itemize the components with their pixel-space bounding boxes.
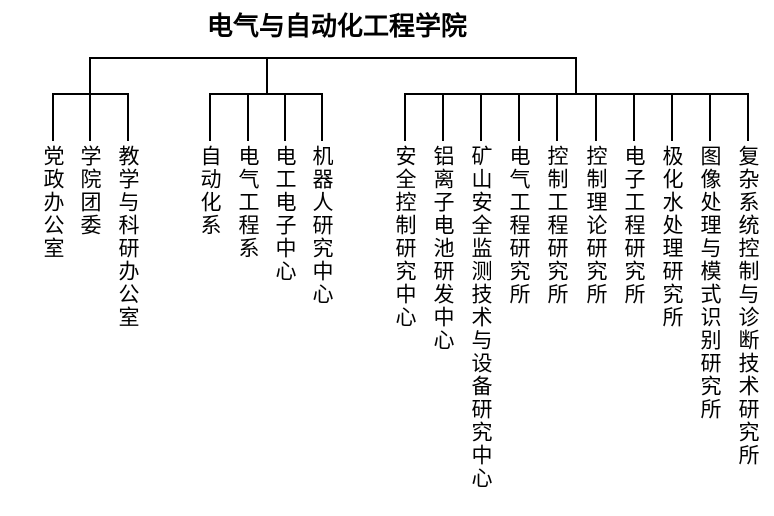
page-title: 电气与自动化工程学院 [207, 12, 468, 42]
org-node-label: 机器人研究中心 [310, 145, 334, 306]
drop-line [671, 93, 673, 141]
group-rail-line [209, 93, 323, 95]
drop-line [284, 93, 286, 141]
org-node-label: 电气工程系 [236, 145, 260, 260]
group-rail-line [404, 93, 749, 95]
org-node-label: 控制理论研究所 [584, 145, 608, 306]
org-node-label: 极化水处理研究所 [660, 145, 684, 329]
org-node-label: 复杂系统控制与诊断技术研究所 [736, 145, 760, 467]
org-node-label: 矿山安全监测技术与设备研究中心 [469, 145, 493, 490]
drop-line [633, 93, 635, 141]
org-node-label: 党政办公室 [41, 145, 65, 260]
org-node-label: 教学与科研办公室 [116, 145, 140, 329]
riser-line [575, 57, 577, 95]
drop-line [595, 93, 597, 141]
riser-line [266, 57, 268, 95]
drop-line [52, 93, 54, 141]
drop-line [127, 93, 129, 141]
drop-line [747, 93, 749, 141]
org-node-label: 电子工程研究所 [622, 145, 646, 306]
drop-line [209, 93, 211, 141]
org-node-label: 安全控制研究中心 [393, 145, 417, 329]
org-node-label: 图像处理与模式识别研究所 [698, 145, 722, 421]
org-node-label: 铝离子电池研发中心 [431, 145, 455, 352]
org-node-label: 学院团委 [78, 145, 102, 237]
org-node-label: 电工电子中心 [273, 145, 297, 283]
drop-line [442, 93, 444, 141]
drop-line [89, 93, 91, 141]
drop-line [404, 93, 406, 141]
drop-line [556, 93, 558, 141]
drop-line [321, 93, 323, 141]
riser-line [89, 57, 91, 95]
drop-line [518, 93, 520, 141]
org-node-label: 电气工程研究所 [507, 145, 531, 306]
top-rail-line [89, 57, 577, 59]
org-node-label: 自动化系 [198, 145, 222, 237]
drop-line [480, 93, 482, 141]
drop-line [247, 93, 249, 141]
drop-line [709, 93, 711, 141]
org-node-label: 控制工程研究所 [545, 145, 569, 306]
